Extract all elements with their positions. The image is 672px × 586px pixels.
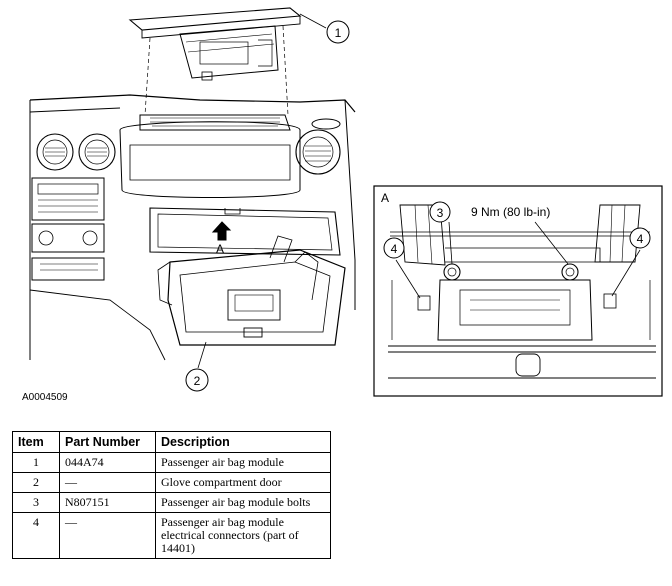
part-number-cell: 044A74 (59, 452, 156, 473)
header-description: Description (155, 431, 331, 453)
torque-spec-label: 9 Nm (80 lb-in) (471, 205, 550, 219)
item-cell: 1 (12, 452, 60, 473)
svg-text:4: 4 (637, 232, 644, 246)
table-row: 4 — Passenger air bag module electrical … (12, 512, 331, 559)
description-cell: Passenger air bag module electrical conn… (155, 512, 331, 559)
detail-view-a: A (373, 185, 663, 397)
part-number-cell: — (59, 512, 156, 559)
callout-1: 1 (326, 20, 350, 44)
callout-4-right: 4 (629, 227, 651, 249)
svg-text:1: 1 (335, 26, 342, 40)
service-illustration: 1 2 A A (29, 7, 663, 397)
instrument-panel-drawing (29, 7, 356, 369)
header-part-number: Part Number (59, 431, 156, 453)
callout-2: 2 (185, 368, 209, 392)
svg-text:2: 2 (194, 374, 201, 388)
parts-table: Item Part Number Description 1 044A74 Pa… (12, 431, 331, 559)
detail-label-a: A (381, 191, 389, 205)
header-item: Item (12, 431, 60, 453)
item-cell: 3 (12, 492, 60, 513)
description-cell: Passenger air bag module bolts (155, 492, 331, 513)
item-cell: 2 (12, 472, 60, 493)
callout-4-left: 4 (383, 237, 405, 259)
svg-text:3: 3 (437, 206, 444, 220)
view-label-a: A (216, 242, 224, 256)
table-header-row: Item Part Number Description (12, 431, 331, 453)
table-row: 3 N807151 Passenger air bag module bolts (12, 492, 331, 513)
part-number-cell: — (59, 472, 156, 493)
part-number-cell: N807151 (59, 492, 156, 513)
table-row: 1 044A74 Passenger air bag module (12, 452, 331, 473)
description-cell: Glove compartment door (155, 472, 331, 493)
description-cell: Passenger air bag module (155, 452, 331, 473)
item-cell: 4 (12, 512, 60, 559)
callout-3: 3 (429, 201, 451, 223)
table-row: 2 — Glove compartment door (12, 472, 331, 493)
figure-id: A0004509 (22, 392, 68, 403)
svg-text:4: 4 (391, 242, 398, 256)
